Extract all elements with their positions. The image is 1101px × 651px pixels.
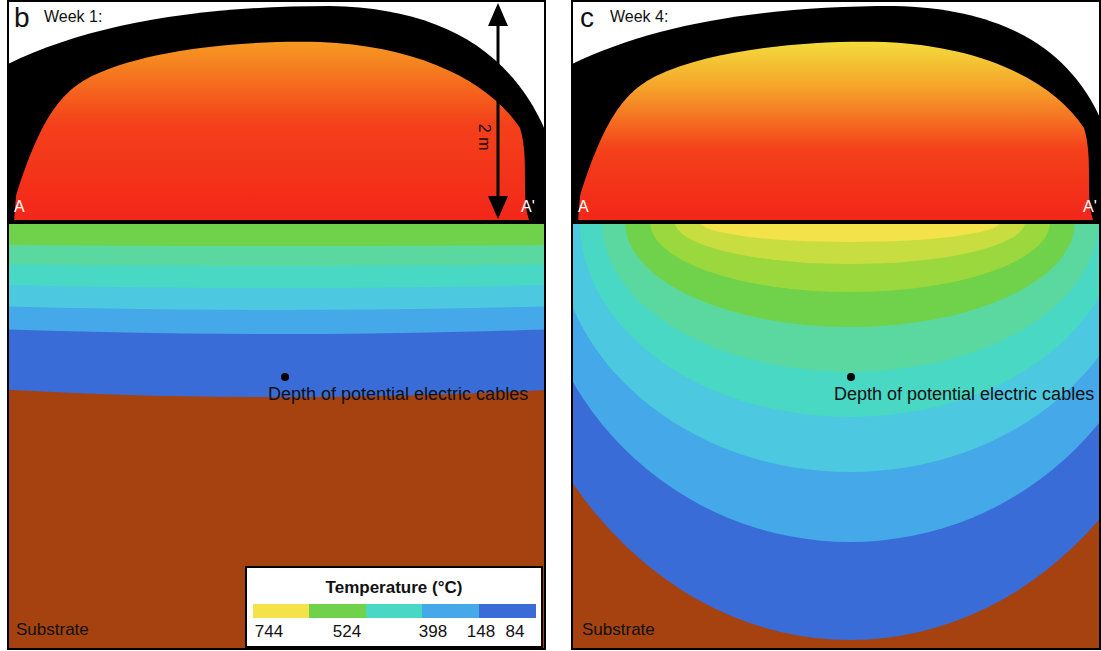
cable-depth-label: Depth of potential electric cables (268, 384, 540, 405)
legend-value: 524 (333, 622, 361, 642)
legend-value: 148 (467, 622, 495, 642)
legend-value: 744 (255, 622, 283, 642)
substrate-label: Substrate (16, 620, 89, 640)
section-end-label: A (578, 198, 589, 216)
time-label: Week 1: (44, 8, 102, 26)
legend-swatch (422, 604, 479, 618)
legend-swatch (253, 604, 310, 618)
legend-swatch (479, 604, 536, 618)
legend-value: 84 (506, 622, 525, 642)
legend-value: 398 (419, 622, 447, 642)
section-end-label: A' (521, 198, 535, 216)
legend-swatch (309, 604, 366, 618)
legend-title: Temperature (°C) (247, 578, 541, 598)
dimension-label: 2 m (474, 124, 492, 151)
time-label: Week 4: (610, 8, 668, 26)
panel-letter: b (14, 2, 30, 34)
section-end-label: A (14, 198, 25, 216)
cable-depth-label: Depth of potential electric cables (834, 384, 1096, 405)
section-end-label: A' (1083, 198, 1097, 216)
legend-box: Temperature (°C) 744 524 398 148 84 (245, 566, 543, 648)
panel-letter: c (580, 2, 594, 34)
substrate-label: Substrate (582, 620, 655, 640)
legend-swatch (366, 604, 423, 618)
panel-week4 (495, 0, 1101, 649)
